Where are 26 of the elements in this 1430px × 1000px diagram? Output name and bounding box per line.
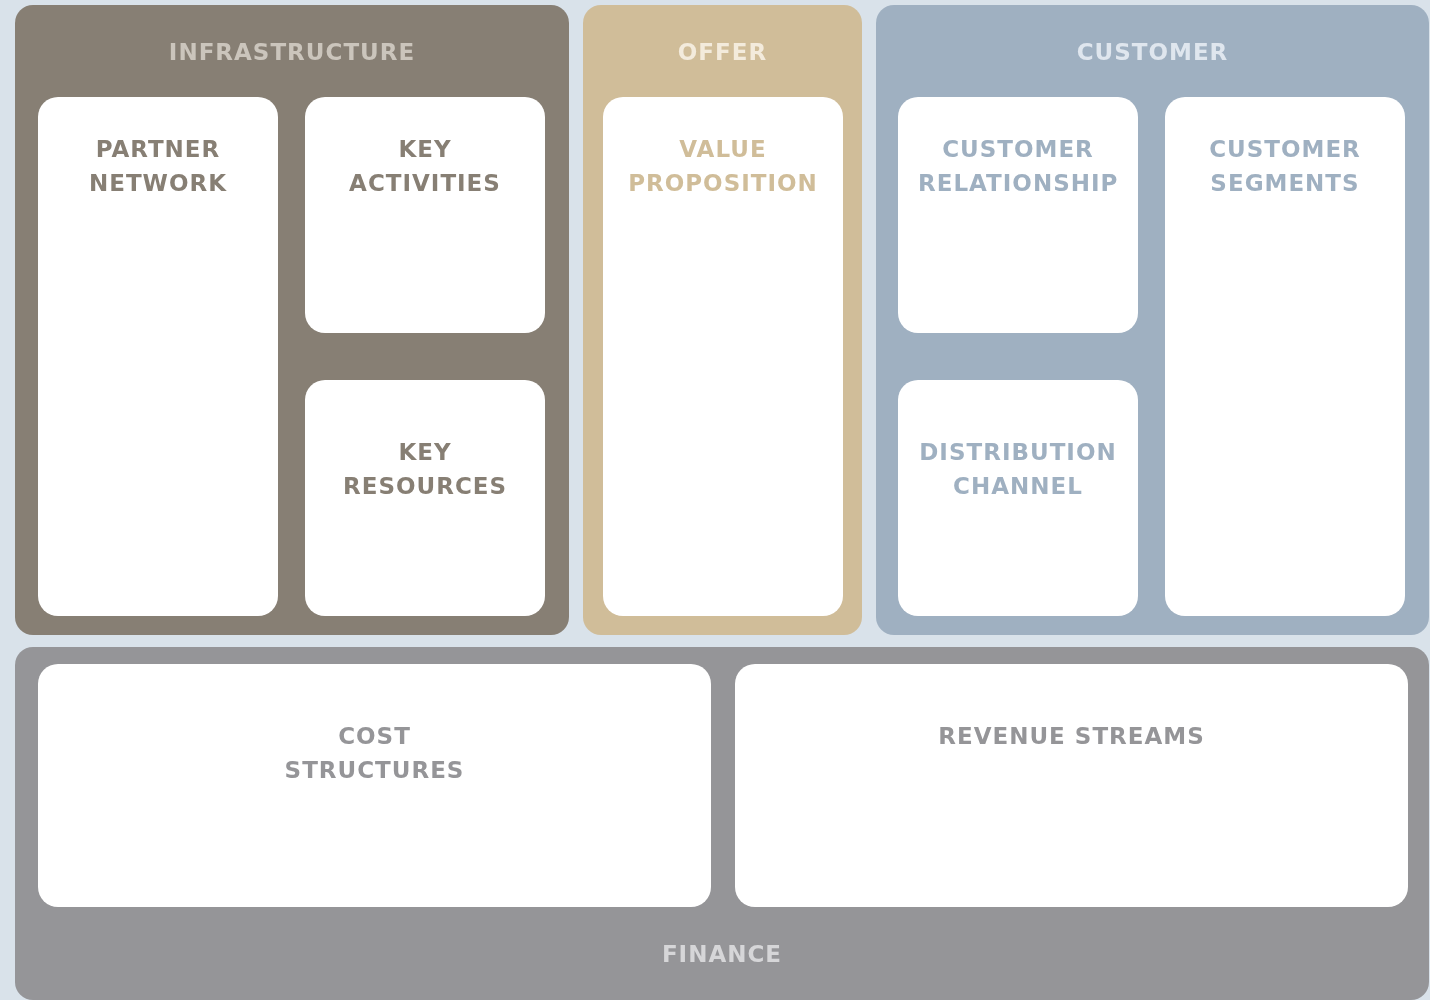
canvas-card <box>898 97 1138 333</box>
section-heading: OFFER <box>677 38 768 67</box>
section-panel <box>583 5 862 635</box>
card-heading: CUSTOMER RELATIONSHIP <box>918 135 1118 198</box>
card-heading: KEY RESOURCES <box>341 438 509 501</box>
card-heading: COST STRUCTURES <box>283 722 466 785</box>
card-heading: PARTNER NETWORK <box>87 135 229 198</box>
section-panel <box>15 5 569 635</box>
section-panel <box>15 647 1429 1000</box>
card-heading: VALUE PROPOSITION <box>627 135 819 198</box>
canvas-card <box>603 97 843 616</box>
card-heading: REVENUE STREAMS <box>938 722 1205 751</box>
canvas-card <box>898 380 1138 616</box>
canvas-card <box>38 664 711 907</box>
section-panel <box>876 5 1429 635</box>
section-heading: INFRASTRUCTURE <box>168 38 416 67</box>
card-heading: KEY ACTIVITIES <box>348 135 502 198</box>
section-heading: FINANCE <box>661 940 783 969</box>
canvas-card <box>735 664 1408 907</box>
canvas-card <box>305 380 545 616</box>
canvas-card <box>38 97 278 616</box>
card-heading: DISTRIBUTION CHANNEL <box>918 438 1118 501</box>
card-heading: CUSTOMER SEGMENTS <box>1208 135 1362 198</box>
canvas-card <box>1165 97 1405 616</box>
section-heading: CUSTOMER <box>1076 38 1229 67</box>
canvas-card <box>305 97 545 333</box>
